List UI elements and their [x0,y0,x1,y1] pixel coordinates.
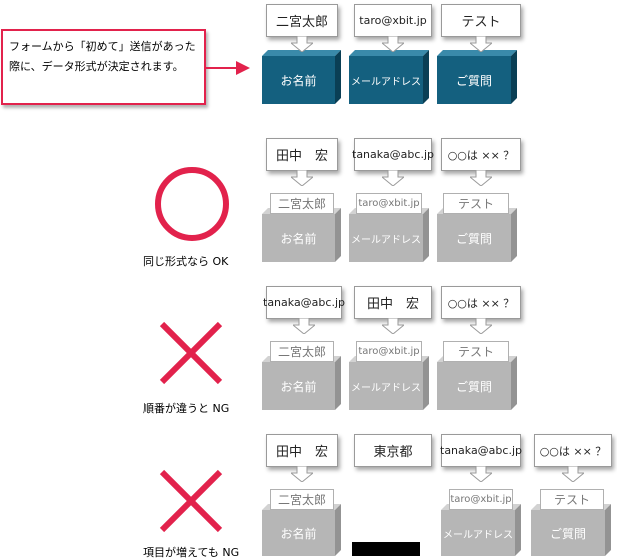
stored-card-question: テスト [443,341,509,362]
box-name: お名前 [262,208,341,262]
down-arrow-icon [291,36,313,52]
circle-ok-icon [155,167,229,241]
stored-card-email: taro@xbit.jp [449,489,513,510]
stored-card-name: 二宮太郎 [270,489,334,510]
stored-card-name: 二宮太郎 [270,193,334,214]
down-arrow-icon [382,170,404,186]
card-email: tanaka@abc.jp [263,286,345,334]
box-question: ご質問 [437,208,517,262]
box-question: ご質問 [437,50,517,104]
box-email: メールアドレス [349,50,429,104]
card-name: 田中 宏 [354,286,432,334]
box-name: お名前 [262,356,341,410]
right-arrow-icon [206,61,250,75]
empty-slot [352,542,420,556]
box-question: ご質問 [531,504,611,556]
down-arrow-icon [291,466,313,482]
down-arrow-icon [293,318,315,334]
box-email: メールアドレス [349,208,429,262]
box-name: お名前 [262,504,341,556]
order-ng-label: 順番が違うと NG [143,402,230,415]
down-arrow-icon [291,170,313,186]
note-text: フォームから「初めて」送信があった際に、データ形式が決定されます。 [9,40,196,73]
card-address: 東京都 [354,434,432,467]
box-email: メールアドレス [441,504,521,556]
down-arrow-icon [470,170,492,186]
card-question: ○○は ×× ？ [441,138,521,186]
card-email: tanaka@abc.jp [440,434,522,482]
card-question: テスト [441,4,521,52]
card-name: 田中 宏 [266,434,338,482]
stored-card-question: テスト [443,193,509,214]
stored-card-question: テスト [540,489,604,510]
cross-ng-icon [159,469,223,533]
stored-card-email: taro@xbit.jp [356,193,422,214]
card-email: taro@xbit.jp [354,4,432,52]
cross-ng-icon [159,321,223,385]
down-arrow-icon [470,318,492,334]
card-question: ○○は ×× ？ [534,434,612,482]
more-ng-label: 項目が増えても NG [143,546,240,559]
down-arrow-icon [470,466,492,482]
down-arrow-icon [382,36,404,52]
card-name: 二宮太郎 [266,4,338,52]
explanation-note: フォームから「初めて」送信があった際に、データ形式が決定されます。 [1,29,206,105]
stored-card-name: 二宮太郎 [270,341,334,362]
ok-label: 同じ形式なら OK [143,255,229,268]
box-email: メールアドレス [349,356,429,410]
down-arrow-icon [470,36,492,52]
card-email: tanaka@abc.jp [352,138,434,186]
box-question: ご質問 [437,356,517,410]
card-question: ○○は ×× ？ [441,286,521,334]
down-arrow-icon [382,318,404,334]
card-name: 田中 宏 [266,138,338,186]
down-arrow-icon [562,466,584,482]
stored-card-email: taro@xbit.jp [356,341,422,362]
box-name: お名前 [262,50,341,104]
